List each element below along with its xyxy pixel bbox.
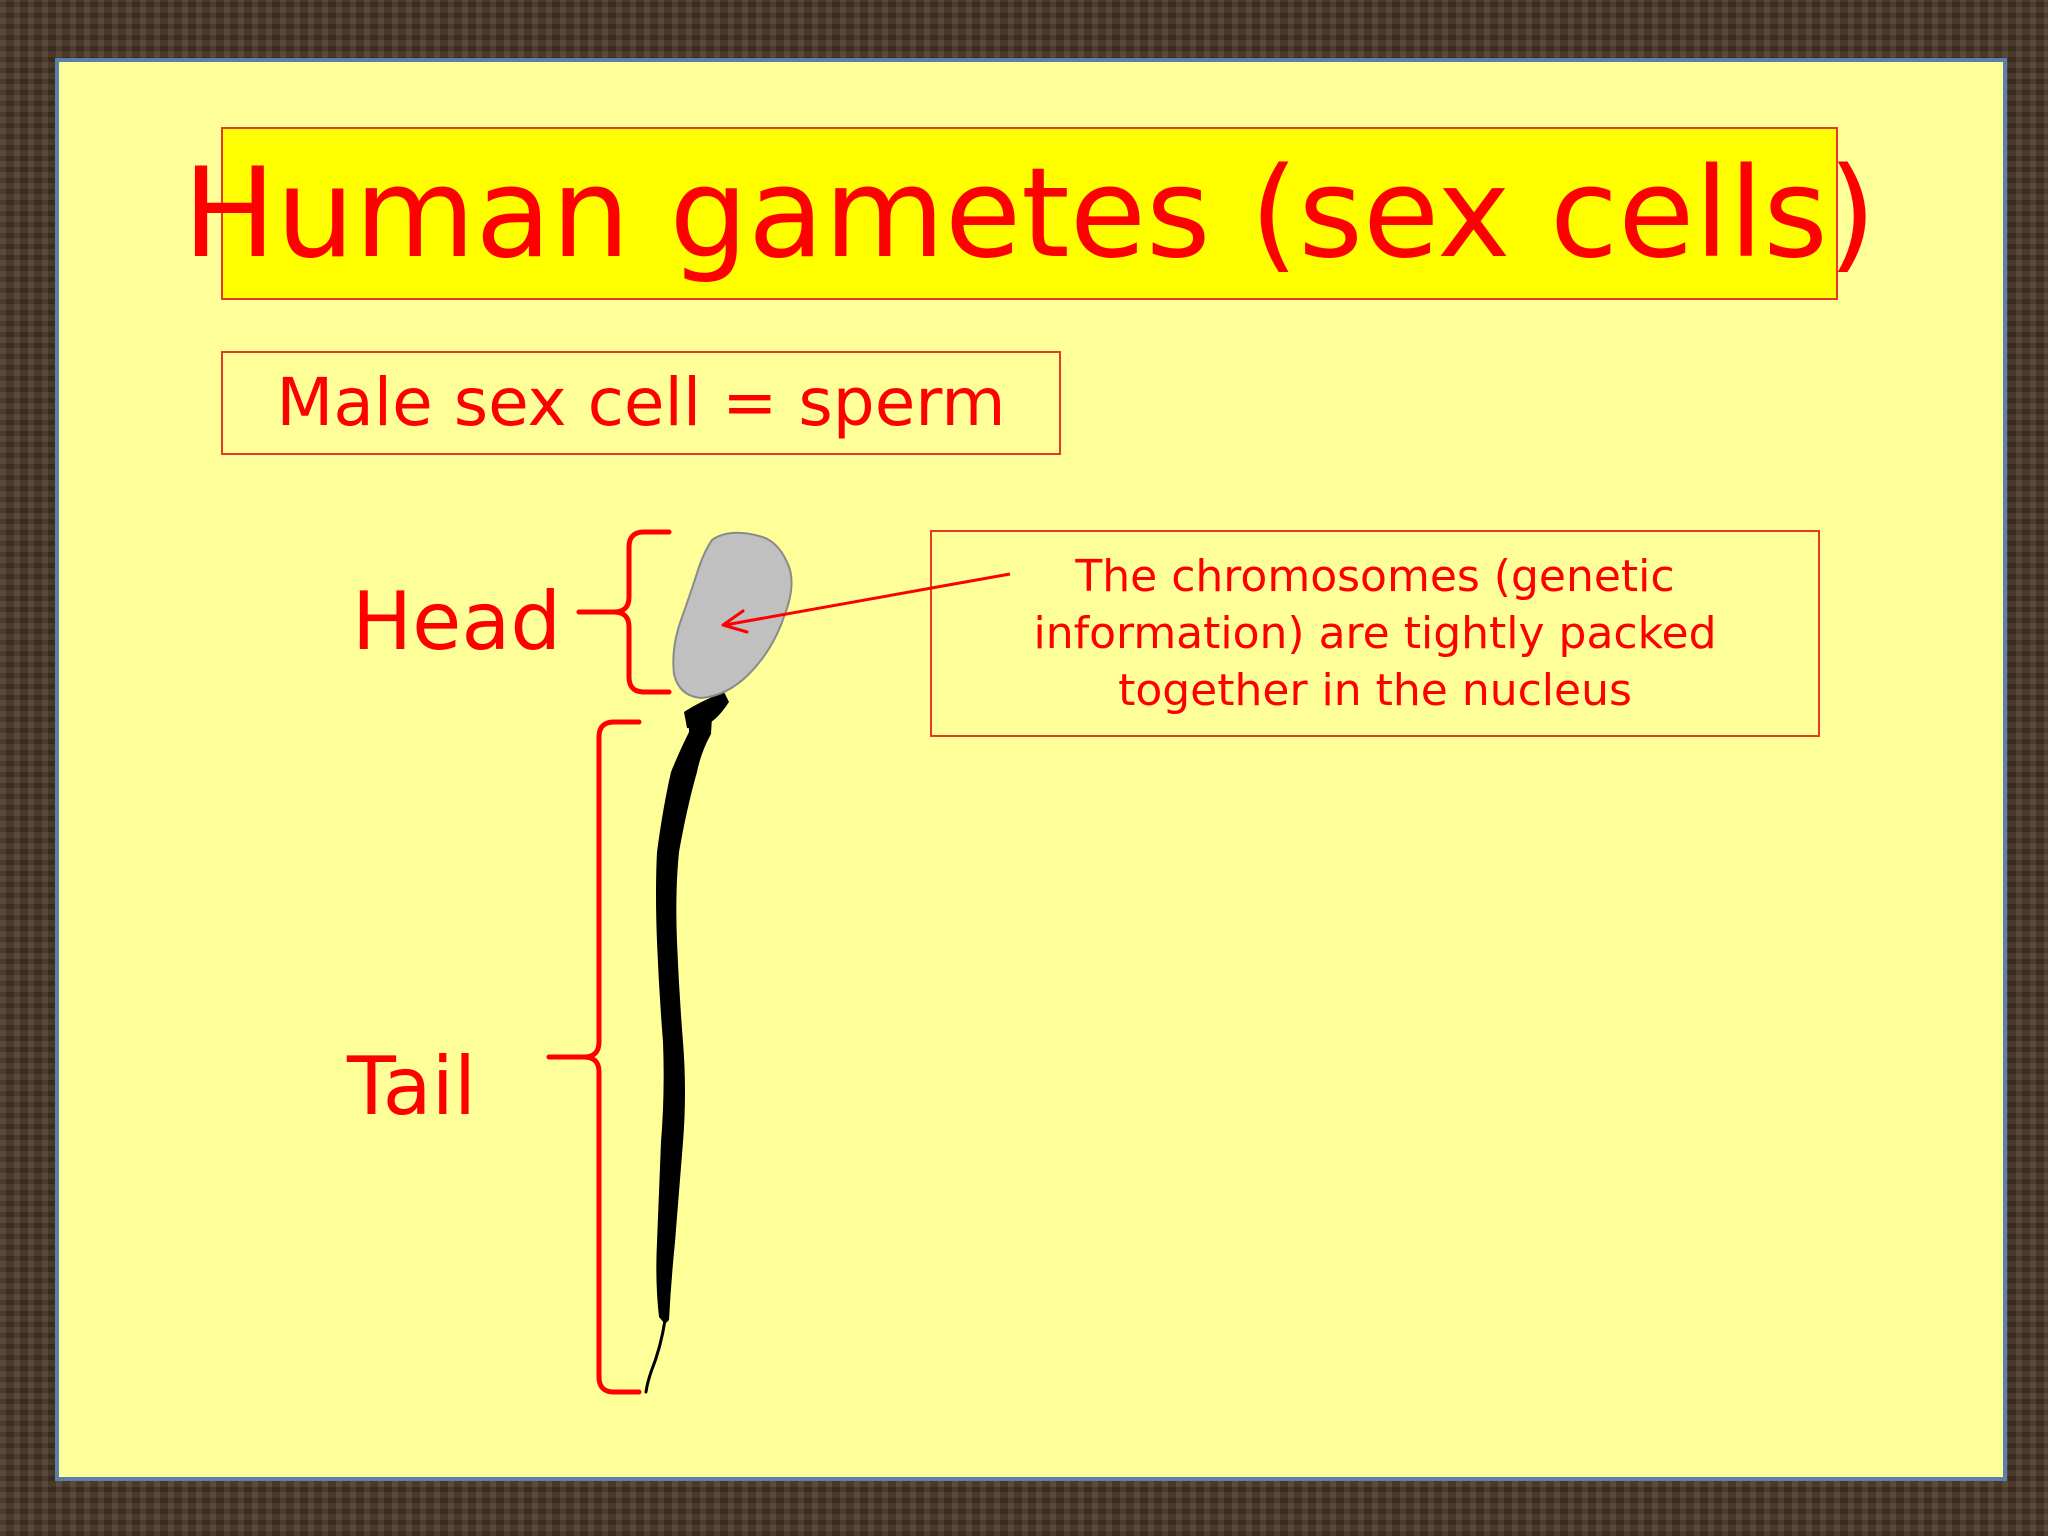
callout-text: The chromosomes (genetic information) ar… — [1033, 550, 1717, 717]
slide: Human gametes (sex cells) Male sex cell … — [55, 58, 2007, 1481]
title-box: Human gametes (sex cells) — [183, 127, 1876, 300]
tail-brace — [546, 719, 642, 1395]
sperm-diagram — [546, 529, 1011, 1395]
head-brace — [576, 529, 672, 695]
slide-subtitle: Male sex cell = sperm — [276, 364, 1006, 441]
sperm-neck — [684, 692, 729, 729]
subtitle-box: Male sex cell = sperm — [221, 351, 1061, 455]
sperm-head — [672, 531, 793, 700]
callout-box: The chromosomes (genetic information) ar… — [930, 530, 1820, 737]
head-label: Head — [352, 575, 562, 668]
callout-arrow — [724, 572, 1011, 627]
tail-label: Tail — [347, 1040, 477, 1133]
arrow-head-icon — [721, 609, 749, 634]
slide-title: Human gametes (sex cells) — [182, 141, 1877, 286]
sperm-tail — [656, 717, 712, 1324]
sperm-tail-tip — [644, 1318, 667, 1394]
